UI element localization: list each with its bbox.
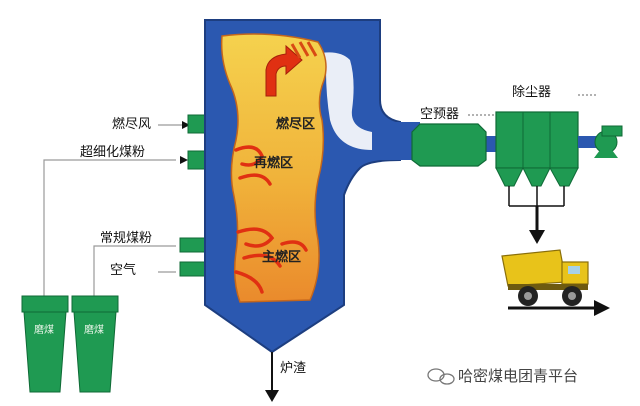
flame-swirls — [234, 145, 308, 294]
coal-mill-silo-1 — [21, 295, 69, 393]
dust-collector-label: 除尘器 — [512, 85, 552, 100]
burner-nozzles — [179, 114, 207, 277]
feed-lines — [43, 124, 182, 296]
silo-2-label: 磨煤 — [84, 325, 104, 336]
dump-truck-icon — [501, 249, 589, 306]
ultrafine-coal-label: 超细化煤粉 — [80, 145, 146, 160]
coal-mill-silo-2 — [71, 295, 119, 393]
exhaust-fan — [594, 125, 623, 158]
flue-duct — [370, 122, 420, 160]
air-label: 空气 — [110, 263, 137, 278]
reburn-zone-label: 再燃区 — [254, 156, 294, 171]
inner-gas-path — [312, 52, 372, 150]
hot-stripes — [290, 41, 318, 59]
transport-arrow — [594, 300, 610, 316]
burnout-air-label: 燃尽风 — [112, 117, 152, 132]
normal-coal-line — [93, 245, 176, 296]
dust-collector — [495, 111, 579, 187]
air-preheater-label: 空预器 — [420, 107, 460, 122]
fire-column — [220, 33, 327, 303]
watermark-text: 哈密煤电团青平台 — [458, 367, 579, 385]
air-preheater — [411, 123, 500, 167]
ash-lines — [508, 186, 565, 207]
feed-arrowheads — [180, 121, 190, 276]
slag-label: 炉渣 — [280, 361, 307, 376]
ultrafine-coal-line — [43, 159, 176, 296]
burnout-zone-label: 燃尽区 — [276, 117, 316, 132]
watermark-icon — [427, 368, 455, 385]
slag-arrow — [265, 390, 279, 402]
ash-arrow — [529, 230, 545, 244]
silo-1-label: 磨煤 — [34, 325, 54, 336]
flow-arrow-up — [265, 44, 303, 97]
normal-coal-label: 常规煤粉 — [100, 231, 153, 246]
main-zone-label: 主燃区 — [262, 250, 302, 265]
